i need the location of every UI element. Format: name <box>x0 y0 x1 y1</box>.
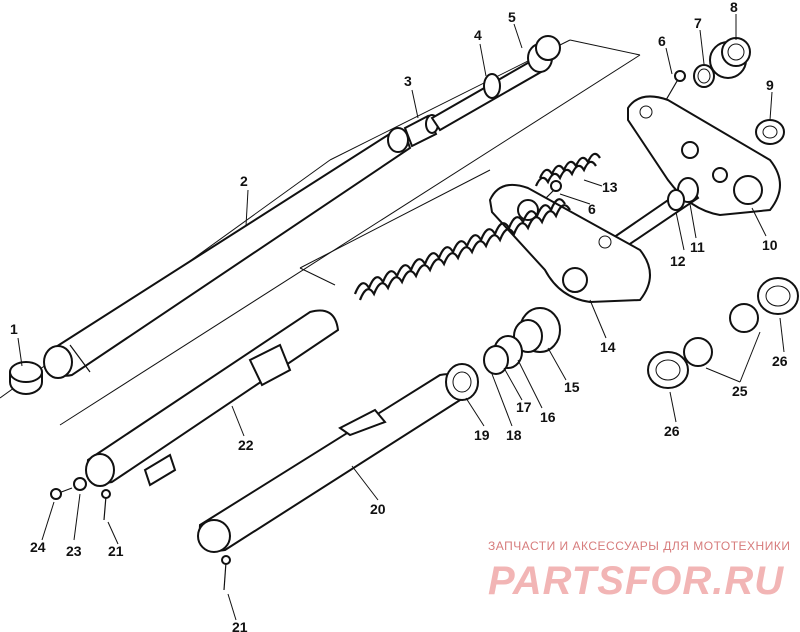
label-24: 24 <box>30 539 46 555</box>
label-7: 7 <box>694 15 702 31</box>
part-2-fork-tube <box>43 127 412 379</box>
part-14-lower-clamp <box>488 184 651 304</box>
label-9: 9 <box>766 77 774 93</box>
label-16: 16 <box>540 409 556 425</box>
watermark-tagline: ЗАПЧАСТИ И АКСЕССУАРЫ ДЛЯ МОТОТЕХНИКИ <box>488 539 790 553</box>
label-17: 17 <box>516 399 532 415</box>
label-11: 11 <box>690 239 705 255</box>
label-1: 1 <box>10 321 18 337</box>
part-1-bushing <box>9 361 43 395</box>
watermark-brand: PARTSFOR.RU <box>488 559 784 603</box>
part-22-left-slider <box>85 309 340 487</box>
label-20: 20 <box>370 501 386 517</box>
label-5: 5 <box>508 9 516 25</box>
part-20-right-slider <box>197 373 470 553</box>
part-9-cap <box>755 119 785 145</box>
label-2: 2 <box>240 173 248 189</box>
label-6-lower: 6 <box>588 201 596 217</box>
part-10-upper-clamp <box>627 95 781 217</box>
label-21-left: 21 <box>108 543 124 559</box>
part-13-small-spring <box>534 152 601 187</box>
parts-25-26-bearings <box>647 277 799 389</box>
label-13: 13 <box>602 179 618 195</box>
label-18: 18 <box>506 427 522 443</box>
label-26-right: 26 <box>772 353 788 369</box>
part-8-top-cap <box>709 37 751 79</box>
label-3: 3 <box>404 73 412 89</box>
part-7-o-ring <box>693 64 715 88</box>
label-15: 15 <box>564 379 580 395</box>
label-22: 22 <box>238 437 254 453</box>
label-23: 23 <box>66 543 82 559</box>
part-6-bolt-top <box>665 70 686 101</box>
callout-labels: 1 2 3 4 5 6 7 8 9 10 11 12 13 6 14 15 16… <box>10 0 788 632</box>
label-26-left: 26 <box>664 423 680 439</box>
leader-lines <box>17 14 785 621</box>
label-21-bottom: 21 <box>232 619 248 632</box>
label-25: 25 <box>732 383 748 399</box>
parts-21-23-24-hardware <box>50 477 231 591</box>
watermark: ЗАПЧАСТИ И АКСЕССУАРЫ ДЛЯ МОТОТЕХНИКИ PA… <box>488 539 790 603</box>
label-8: 8 <box>730 0 738 15</box>
label-19: 19 <box>474 427 490 443</box>
label-10: 10 <box>762 237 778 253</box>
label-14: 14 <box>600 339 616 355</box>
label-12: 12 <box>670 253 686 269</box>
parts-15-19-seals <box>445 307 561 401</box>
label-6-top: 6 <box>658 33 666 49</box>
main-spring <box>353 198 571 301</box>
label-4: 4 <box>474 27 482 43</box>
part-4-5-damper-rod <box>430 35 561 132</box>
